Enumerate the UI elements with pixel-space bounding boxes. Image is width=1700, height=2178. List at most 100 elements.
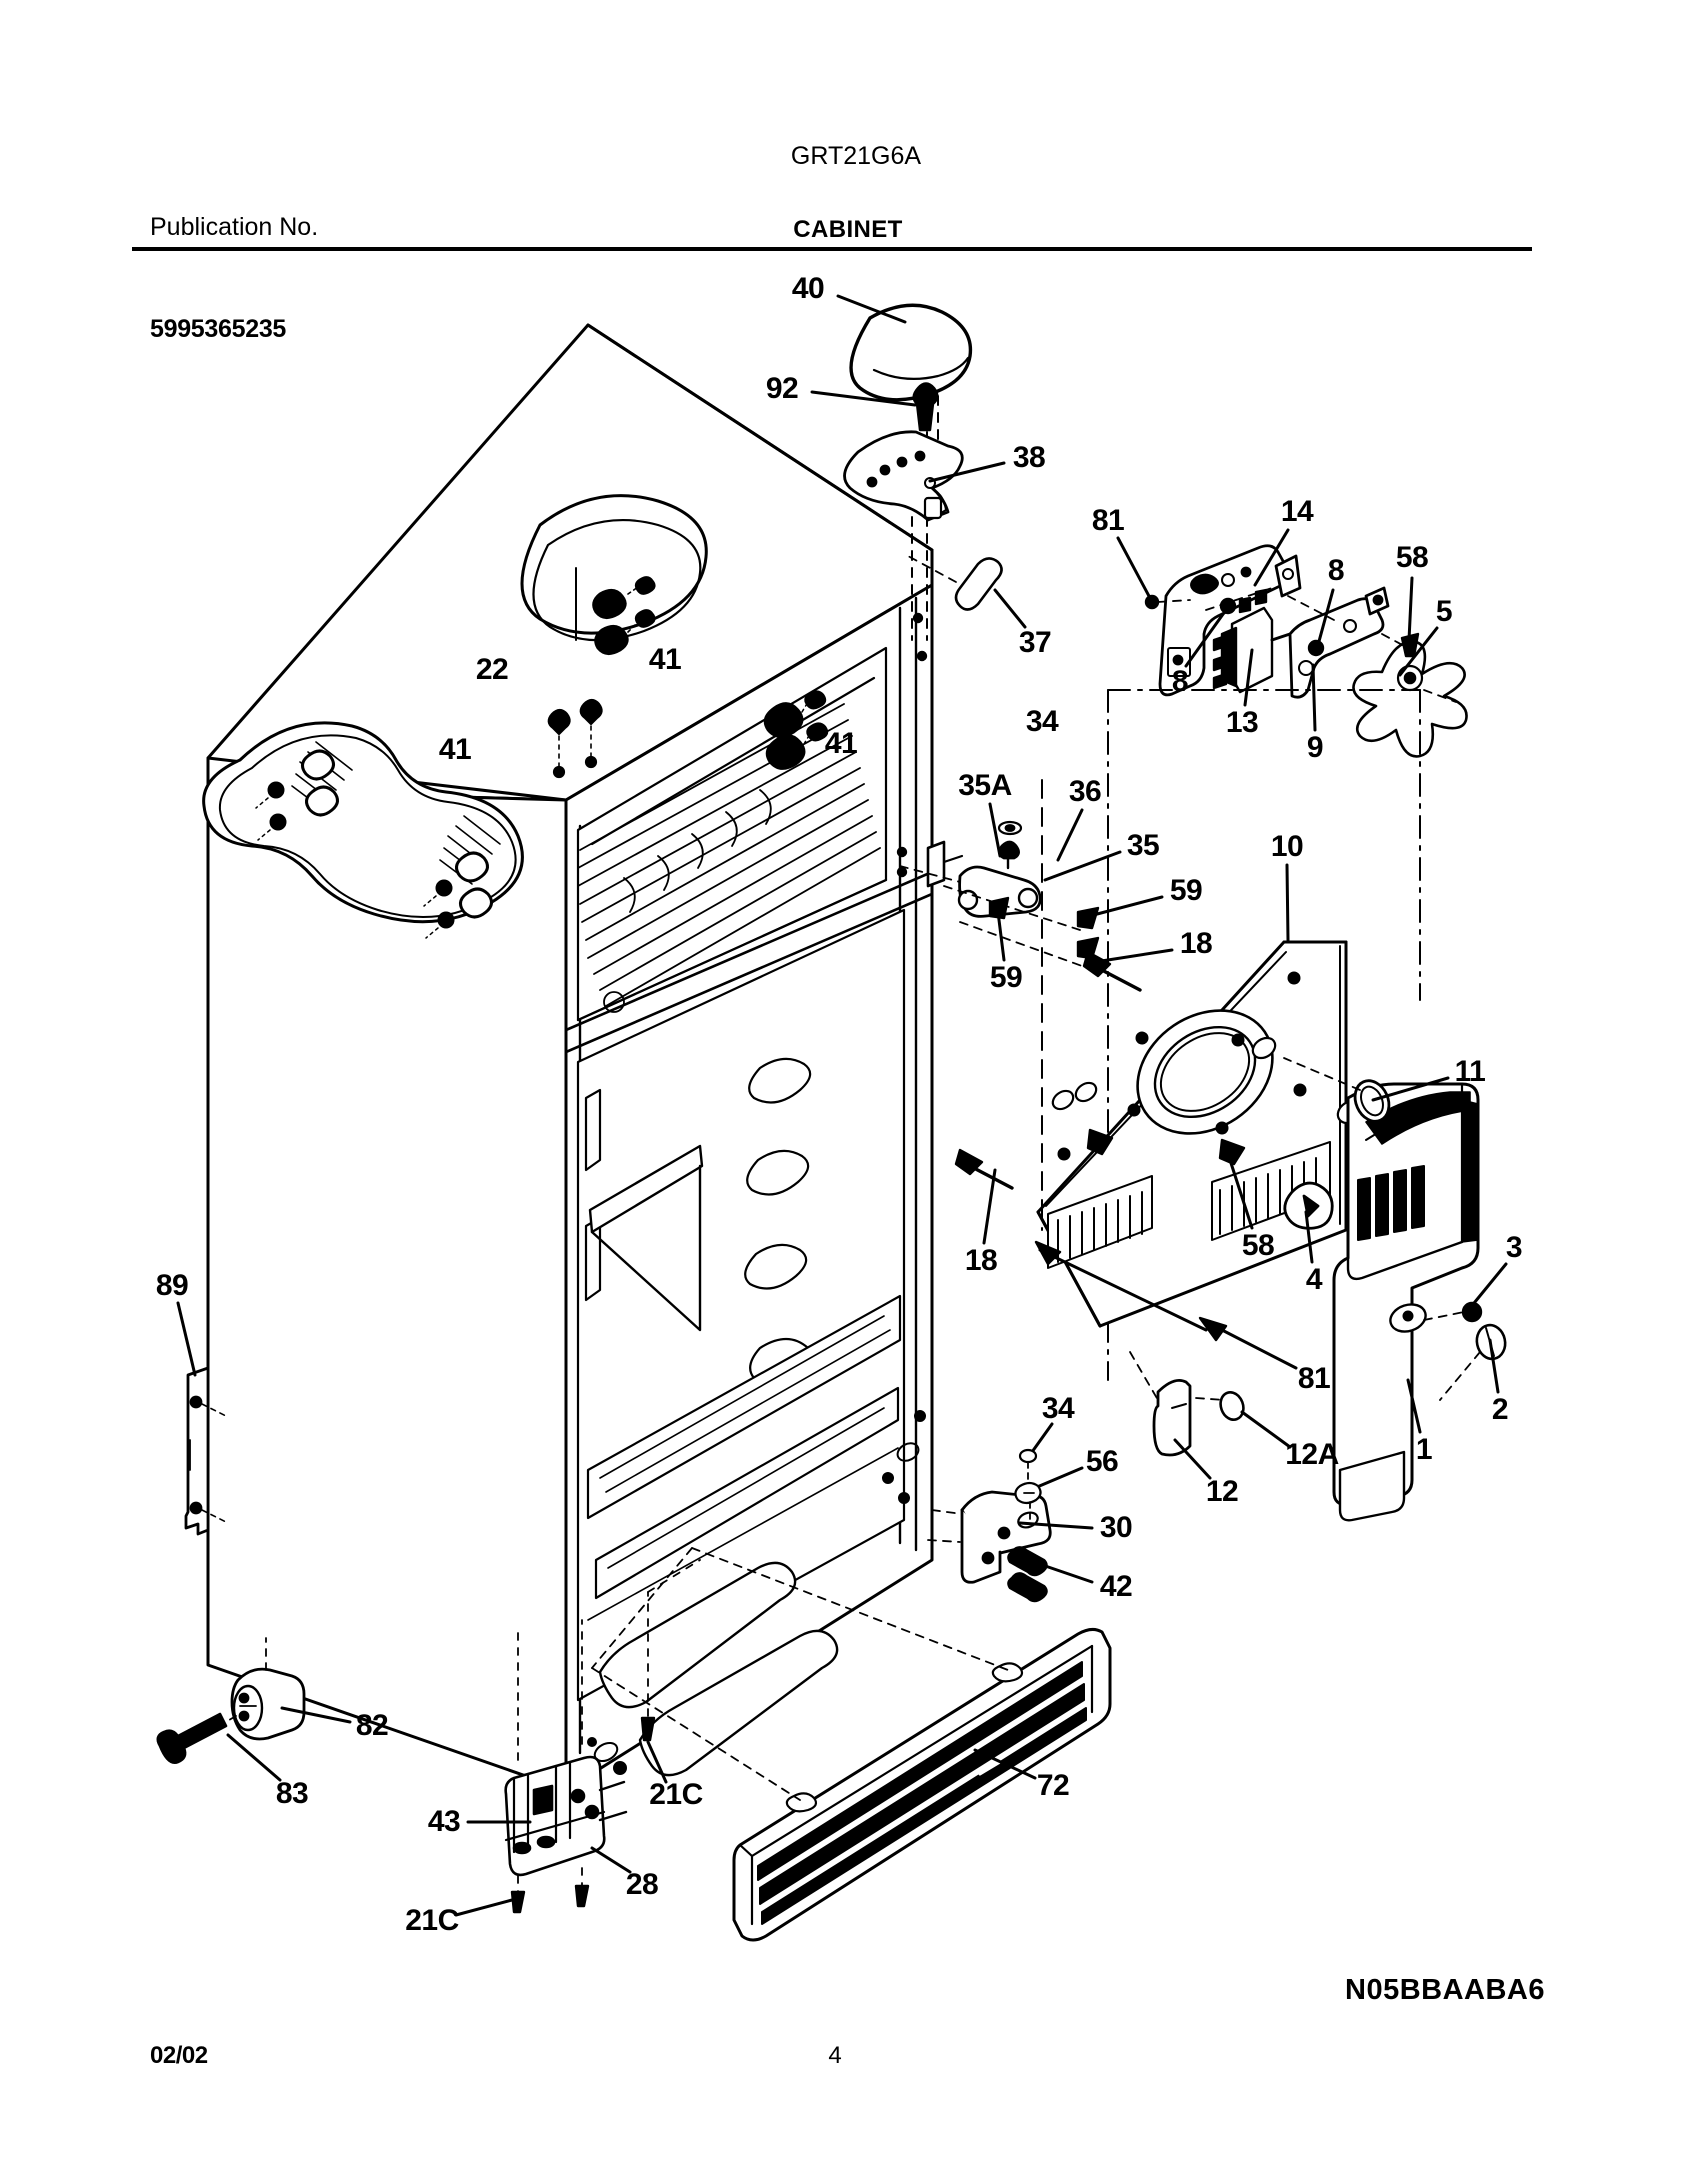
callout-13: 13 xyxy=(1225,706,1259,739)
callout-3: 3 xyxy=(1505,1231,1523,1264)
leader-82 xyxy=(280,1706,352,1724)
callout-81b: 81 xyxy=(1297,1362,1331,1395)
leader-37 xyxy=(993,588,1027,629)
callout-72: 72 xyxy=(1036,1769,1070,1802)
callout-81: 81 xyxy=(1091,504,1125,537)
fresh-food-compartment xyxy=(576,908,906,1702)
callout-41b: 41 xyxy=(438,733,472,766)
part-41-left-trim xyxy=(202,721,524,939)
callout-12A: 12A xyxy=(1285,1438,1339,1471)
leader-81a xyxy=(1116,536,1152,600)
crisper-floor xyxy=(586,1294,902,1621)
part-34b-washer xyxy=(1018,1448,1038,1464)
callout-41a: 41 xyxy=(648,643,682,676)
leader-8b xyxy=(1184,608,1228,668)
arrow-81b xyxy=(1198,1316,1228,1342)
callout-18b: 18 xyxy=(964,1244,998,1277)
callout-58a: 58 xyxy=(1395,541,1429,574)
leader-28 xyxy=(590,1846,632,1874)
kickplate-grille-72 xyxy=(732,1627,1112,1942)
callout-56: 56 xyxy=(1085,1445,1119,1478)
hidden-37 xyxy=(907,555,957,583)
hidden-fan-3 xyxy=(1381,633,1409,649)
callout-36: 36 xyxy=(1068,775,1102,808)
callout-5: 5 xyxy=(1435,595,1453,628)
fan-bracket-9 xyxy=(1288,586,1390,699)
leader-30 xyxy=(1018,1521,1094,1530)
footer-date: 02/02 xyxy=(150,2042,208,2069)
arrow-81c xyxy=(1034,1240,1062,1266)
fan-blade-5 xyxy=(1352,640,1468,758)
part-89-bracket xyxy=(184,1366,227,1536)
pin-21C-top xyxy=(640,1716,656,1742)
callout-34b: 34 xyxy=(1041,1392,1075,1425)
callout-41c: 41 xyxy=(824,727,858,760)
leader-9 xyxy=(1311,663,1317,732)
part-3-screw xyxy=(1461,1301,1483,1323)
callout-82: 82 xyxy=(355,1709,389,1742)
callout-9: 9 xyxy=(1306,731,1324,764)
leader-8a xyxy=(1316,588,1335,647)
leader-83 xyxy=(226,1733,282,1782)
publication-label: Publication No. xyxy=(150,213,319,241)
leader-18b xyxy=(982,1168,997,1245)
callout-21Ca: 21C xyxy=(649,1778,703,1811)
leader-59b xyxy=(996,910,1006,962)
hidden-35b xyxy=(943,885,1081,931)
leader-5 xyxy=(1398,626,1439,677)
callout-35: 35 xyxy=(1126,829,1160,862)
callout-42: 42 xyxy=(1099,1570,1133,1603)
page-title: CABINET xyxy=(793,216,903,243)
leader-81b xyxy=(1220,1328,1298,1370)
leader-40 xyxy=(836,294,907,324)
hidden-12A xyxy=(1195,1397,1225,1401)
hidden-72a xyxy=(691,1547,1009,1671)
part-92-screw xyxy=(912,382,939,432)
part-22-pins xyxy=(547,698,603,779)
publication-number: 5995365235 xyxy=(150,315,287,343)
callout-10: 10 xyxy=(1270,830,1304,863)
part-12A-grommet xyxy=(1219,1391,1245,1421)
callout-2: 2 xyxy=(1491,1393,1509,1426)
callout-12: 12 xyxy=(1205,1475,1239,1508)
callout-59a: 59 xyxy=(1169,874,1203,907)
callout-89: 89 xyxy=(155,1269,189,1302)
callout-38: 38 xyxy=(1012,441,1046,474)
callout-4: 4 xyxy=(1305,1263,1323,1296)
callout-40: 40 xyxy=(791,272,825,305)
callout-58b: 58 xyxy=(1241,1229,1275,1262)
hidden-72c xyxy=(591,1547,693,1669)
callout-30: 30 xyxy=(1099,1511,1133,1544)
hidden-11 xyxy=(1283,1057,1361,1091)
callout-11: 11 xyxy=(1454,1055,1486,1088)
leader-21Ca xyxy=(646,1740,668,1784)
leader-92 xyxy=(810,390,917,407)
part-4-cap xyxy=(1283,1181,1334,1230)
callout-8b: 8 xyxy=(1171,665,1189,698)
leader-14 xyxy=(1253,528,1290,587)
callout-35A: 35A xyxy=(958,769,1012,802)
screw-58b xyxy=(1218,1138,1246,1166)
leader-18a xyxy=(1093,948,1174,964)
part-38-hinge-plate xyxy=(843,430,964,522)
air-duct-housing-1 xyxy=(1332,1082,1480,1522)
part-12-cover xyxy=(1152,1378,1192,1457)
leader-34b xyxy=(1030,1422,1054,1454)
hidden-72b xyxy=(591,1667,801,1801)
hidden-35 xyxy=(899,865,961,883)
callout-59b: 59 xyxy=(989,961,1023,994)
callout-21Cb: 21C xyxy=(405,1904,459,1937)
callout-92: 92 xyxy=(765,372,799,405)
callout-28: 28 xyxy=(625,1868,659,1901)
pillar-holes xyxy=(587,1410,926,1775)
hidden-12 xyxy=(1129,1351,1159,1401)
publication-block: Publication No. 5995365235 xyxy=(150,142,318,414)
leader-10 xyxy=(1285,863,1290,942)
screw-58b2 xyxy=(1086,1128,1114,1156)
leader-13 xyxy=(1243,648,1254,707)
kickplate-clips xyxy=(785,1662,1024,1813)
leader-58a xyxy=(1407,576,1414,642)
leader-35 xyxy=(1043,850,1122,882)
callout-14: 14 xyxy=(1280,495,1314,528)
